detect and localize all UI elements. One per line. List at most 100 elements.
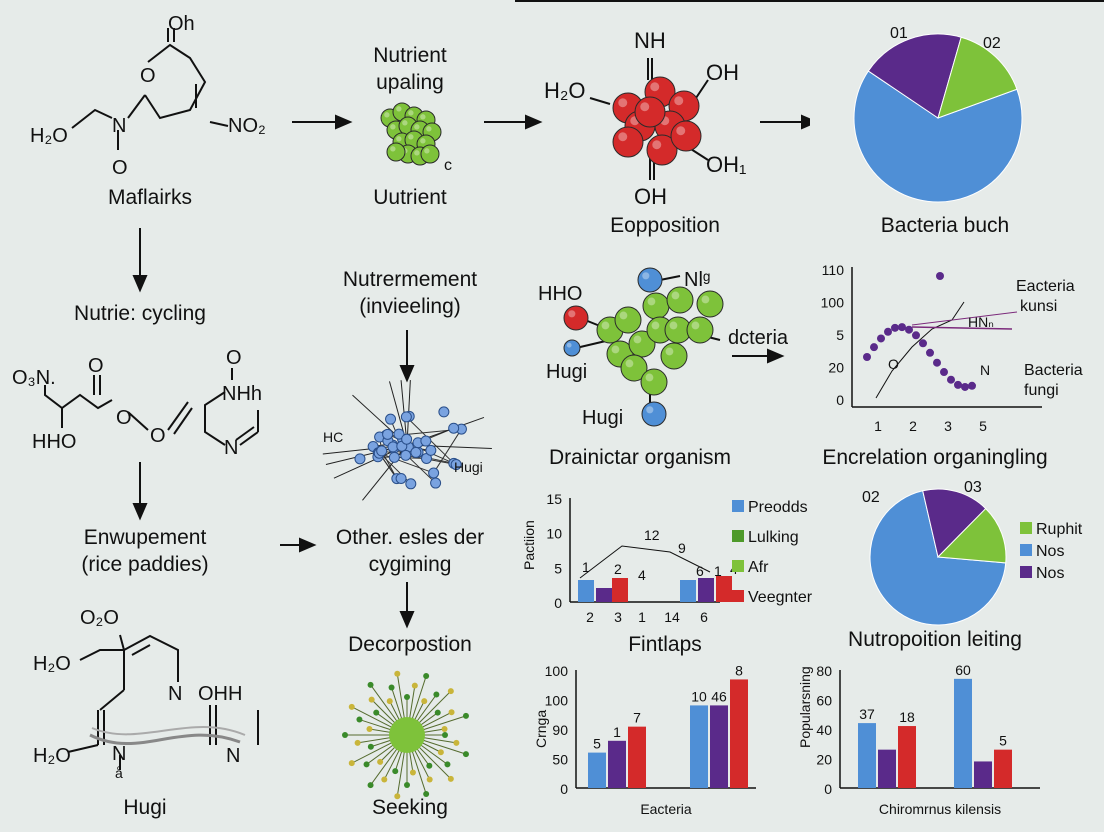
top-rule (515, 0, 1104, 2)
red-atom-highlight (650, 82, 660, 92)
caption-bacteria-buch: Bacteria buch (880, 214, 1010, 237)
data-point (863, 353, 871, 361)
data-point (891, 323, 899, 332)
data-label: 4 (638, 567, 646, 583)
green-atom (642, 292, 670, 320)
y-tick-label: 0 (554, 595, 562, 611)
m2-o3: O (150, 425, 166, 447)
green-acteria-label: dcteria (728, 327, 789, 349)
y-tick-label: 0 (560, 781, 568, 797)
pie-label-02: 02 (862, 489, 880, 506)
column-1-structures: Oh O H₂O N O NO₂ O₃N. O HHO O O O NHh N (12, 13, 266, 781)
burst-dot (386, 698, 393, 705)
y-tick-label: 40 (816, 722, 832, 738)
legend-swatch (732, 530, 744, 542)
bar (588, 752, 606, 788)
red-atom (612, 126, 644, 158)
data-label: 5 (593, 736, 601, 752)
burst-dot (373, 709, 380, 716)
molecule-2 (44, 375, 193, 435)
burst-dot (462, 751, 469, 758)
green-atom (420, 144, 440, 164)
burst-dot (367, 681, 374, 688)
network-node (385, 413, 397, 425)
network-node (410, 446, 422, 458)
annotation: O (888, 356, 899, 372)
m2-o: O (88, 355, 104, 377)
bar (596, 588, 612, 602)
x-tick-label: 1 (874, 418, 882, 434)
green-atom-highlight (424, 148, 430, 154)
cluster-c-label: c (444, 157, 452, 174)
data-label: 1 (613, 724, 621, 740)
blue-node-network (322, 380, 492, 501)
green-atom-highlight (651, 321, 660, 330)
data-point (905, 325, 913, 334)
green-sphere-molecule (563, 267, 724, 427)
pie-slice-purple (867, 33, 962, 119)
m2-o3n: O₃N. (12, 367, 56, 389)
data-label: 37 (859, 706, 875, 722)
red-oh2-label: OH₁ (706, 152, 746, 177)
green-atom (666, 286, 694, 314)
x-tick-label: 5 (979, 418, 987, 434)
x-tick-label: 3 (944, 418, 952, 434)
burst-dot (377, 758, 384, 765)
green-atom (628, 330, 656, 358)
trend-line (911, 326, 1013, 330)
burst-dot (409, 769, 416, 776)
data-label: 60 (955, 662, 971, 678)
m4-n3: N (226, 745, 240, 767)
network-node (401, 433, 413, 445)
green-atom (696, 290, 724, 318)
red-atom-highlight (568, 310, 576, 318)
network-strand (362, 444, 408, 501)
red-atom-highlight (640, 102, 650, 112)
green-atom (686, 316, 714, 344)
burst-dot (348, 760, 355, 767)
bar (878, 749, 896, 788)
data-label: 46 (711, 688, 727, 704)
green-atom-highlight (669, 321, 678, 330)
molecule-4 (67, 634, 259, 770)
legend-swatch (732, 560, 744, 572)
data-point (947, 375, 955, 384)
y-tick-label: 100 (821, 295, 845, 311)
x-tick-label: 1 (638, 609, 646, 625)
burst-dot (448, 709, 455, 716)
bar (716, 576, 732, 602)
red-h2o-label: H₂O (544, 78, 586, 103)
network-edge (433, 428, 462, 474)
burst-dot (392, 768, 399, 775)
red-oh3-label: OH (634, 184, 667, 209)
data-label: 6 (696, 563, 704, 579)
m4-o2o: O₂O (80, 607, 119, 629)
network-node (428, 467, 440, 479)
burst-dot (423, 673, 430, 680)
blue-atom (641, 401, 667, 427)
green-atom-highlight (601, 321, 610, 330)
network-node (382, 428, 394, 440)
legend-label: Lulking (748, 529, 799, 546)
y-tick-label: 60 (816, 693, 832, 709)
molecule-3 (204, 368, 259, 446)
legend-swatch (1020, 544, 1032, 556)
bar (974, 761, 992, 788)
network-node (395, 472, 407, 484)
data-point (954, 380, 962, 389)
m2-o2: O (116, 407, 132, 429)
legend-label: Veegnter (748, 589, 813, 606)
m2-hho: HHO (32, 431, 76, 453)
x-tick-label: 3 (614, 609, 622, 625)
pie-label-01: 01 (890, 25, 908, 42)
caption-encrelation: Encrelation organingling (822, 446, 1048, 469)
burst-dot (426, 762, 433, 769)
y-tick-label: 20 (816, 752, 832, 768)
m1-o: O (112, 157, 128, 179)
red-atom-highlight (652, 140, 662, 150)
green-atom-highlight (420, 138, 426, 144)
burst-dot (394, 670, 401, 677)
caption-uutrient: Uutrient (373, 186, 447, 209)
blue-atom-highlight (642, 272, 650, 280)
